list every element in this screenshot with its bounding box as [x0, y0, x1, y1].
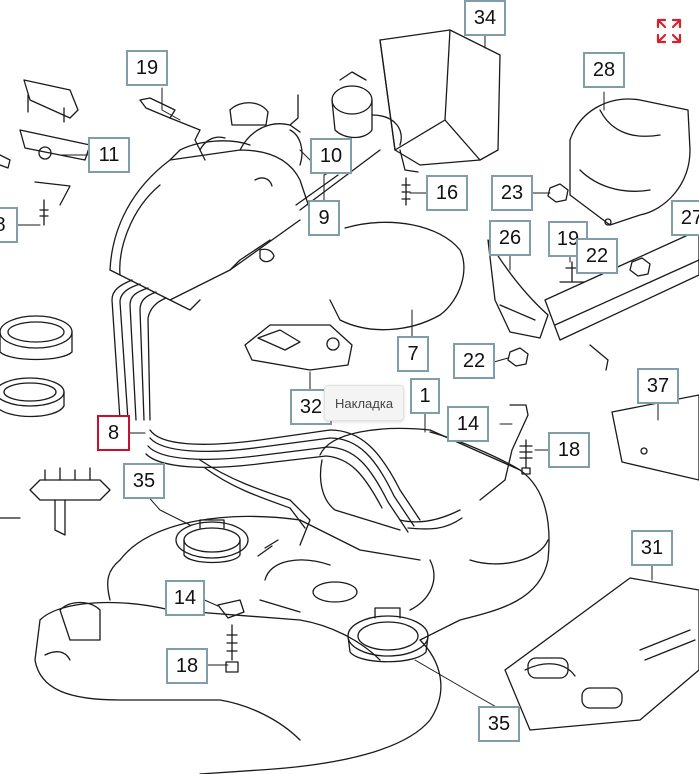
callout-23[interactable]: 23 [491, 175, 533, 211]
nut-23 [547, 183, 569, 203]
callout-22-lower[interactable]: 22 [453, 343, 495, 379]
callout-18-lower[interactable]: 18 [166, 648, 208, 684]
callout-16[interactable]: 16 [426, 175, 468, 211]
callout-27[interactable]: 27 [671, 200, 699, 236]
vent-line-7 [329, 221, 465, 331]
bolt-19-top [139, 97, 201, 131]
callout-35-right[interactable]: 35 [478, 706, 520, 742]
callout-10[interactable]: 10 [310, 138, 352, 174]
callout-34[interactable]: 34 [464, 0, 506, 36]
callout-35-left[interactable]: 35 [123, 463, 165, 499]
charcoal-canister [295, 29, 501, 211]
callout-8-top[interactable]: 8 [0, 207, 18, 243]
bolt-16 [401, 177, 411, 206]
expand-arrows-icon[interactable] [656, 18, 682, 44]
callout-7[interactable]: 7 [397, 336, 429, 372]
filler-assembly [109, 94, 311, 311]
plate-37 [611, 394, 699, 481]
clip-holder [0, 467, 111, 536]
callout-31[interactable]: 31 [631, 530, 673, 566]
callout-1[interactable]: 1 [410, 378, 440, 414]
fuel-tank [34, 427, 550, 774]
callout-8-selected[interactable]: 8 [97, 415, 130, 451]
callout-tooltip: Накладка [324, 385, 405, 421]
callout-26[interactable]: 26 [489, 220, 531, 256]
callout-14-lower[interactable]: 14 [165, 580, 205, 616]
callout-37[interactable]: 37 [637, 368, 679, 404]
callout-22-right[interactable]: 22 [576, 238, 618, 274]
cover-31 [504, 577, 699, 731]
callout-18-top[interactable]: 18 [548, 432, 590, 468]
heat-shield-28 [569, 98, 691, 226]
strap-bracket-14 [479, 404, 529, 501]
callout-11[interactable]: 11 [88, 137, 130, 173]
bolt-18-top [519, 439, 533, 475]
fuel-pump-right [347, 607, 429, 663]
callout-28[interactable]: 28 [583, 52, 625, 88]
leader-lines [17, 31, 659, 709]
callout-14-top[interactable]: 14 [447, 406, 489, 442]
fuel-lines [111, 279, 463, 611]
side-rail-27 [544, 229, 699, 371]
nut-22 [507, 257, 651, 367]
callout-19[interactable]: 19 [126, 50, 168, 86]
cover-plate-32 [244, 324, 353, 371]
callout-9[interactable]: 9 [308, 200, 340, 236]
bracket-14-lower [217, 599, 245, 673]
bracket-11-assembly [0, 79, 91, 226]
lock-rings [0, 315, 73, 418]
fuel-pump-left [175, 519, 249, 564]
